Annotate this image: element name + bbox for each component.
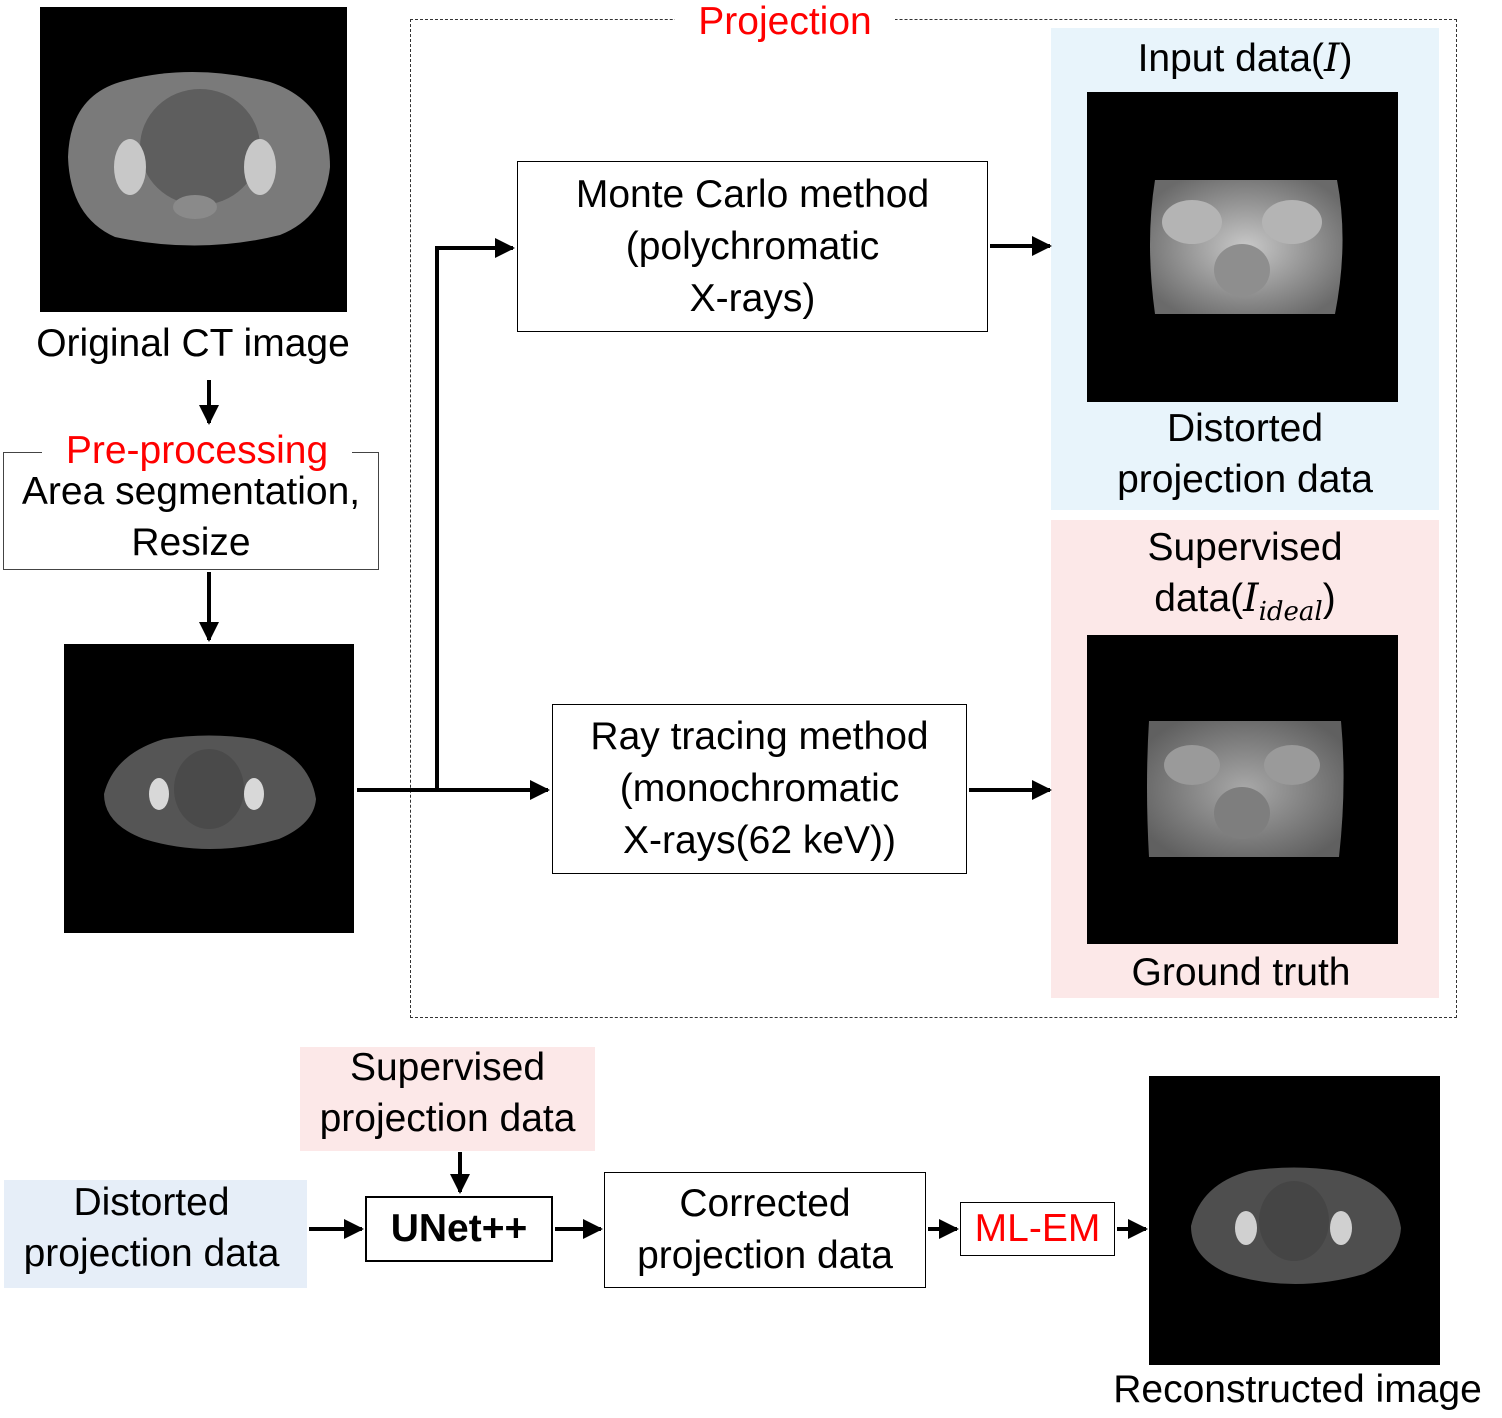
mlem-box: ML-EM xyxy=(960,1202,1115,1256)
original-ct-image xyxy=(40,7,347,312)
reconstructed-caption: Reconstructed image xyxy=(1113,1368,1482,1411)
supervised-data-title2: data(Iideal) xyxy=(1154,576,1336,627)
corrected-projection-box: Corrected projection data xyxy=(604,1172,926,1288)
preprocessing-title: Pre-processing xyxy=(42,425,352,477)
supervised-projection-label-bg xyxy=(300,1047,595,1151)
ground-truth-caption: Ground truth xyxy=(1131,951,1351,994)
corrected-line1: Corrected xyxy=(679,1182,851,1225)
supervised-projection-line1: Supervised xyxy=(349,1046,546,1089)
unet-label: UNet++ xyxy=(390,1207,528,1250)
ray-tracing-line3: X-rays(62 keV)) xyxy=(622,819,897,862)
distorted-projection-image xyxy=(1087,92,1398,402)
mlem-label: ML-EM xyxy=(974,1207,1101,1250)
reconstructed-image xyxy=(1149,1076,1440,1365)
projection-region xyxy=(410,19,1457,1018)
monte-carlo-line3: X-rays) xyxy=(689,276,816,320)
preprocessing-line1: Area segmentation, xyxy=(21,470,361,513)
input-data-title: Input data(I) xyxy=(1137,36,1353,81)
ground-truth-projection-image xyxy=(1087,635,1398,944)
unet-box: UNet++ xyxy=(365,1196,553,1262)
monte-carlo-line2: (polychromatic xyxy=(625,224,880,268)
input-data-caption1: Distorted xyxy=(1166,407,1324,450)
original-ct-caption: Original CT image xyxy=(36,322,350,365)
input-data-caption2: projection data xyxy=(1117,458,1373,501)
ray-tracing-line2: (monochromatic xyxy=(619,767,900,810)
ray-tracing-method-box: Ray tracing method (monochromatic X-rays… xyxy=(552,704,967,874)
corrected-line2: projection data xyxy=(637,1234,893,1277)
projection-title: Projection xyxy=(675,0,895,48)
monte-carlo-line1: Monte Carlo method xyxy=(575,172,930,216)
ray-tracing-line1: Ray tracing method xyxy=(590,715,929,758)
supervised-projection-line2: projection data xyxy=(319,1097,576,1140)
distorted-projection-line2: projection data xyxy=(23,1232,280,1275)
monte-carlo-method-box: Monte Carlo method (polychromatic X-rays… xyxy=(517,161,988,332)
supervised-data-title1: Supervised xyxy=(1147,526,1343,569)
distorted-projection-line1: Distorted xyxy=(73,1181,230,1224)
distorted-projection-label-bg xyxy=(4,1180,307,1288)
preprocessing-line2: Resize xyxy=(131,521,251,564)
segmented-ct-image xyxy=(64,644,354,933)
arrow-segmented-to-monte-carlo xyxy=(357,238,515,792)
